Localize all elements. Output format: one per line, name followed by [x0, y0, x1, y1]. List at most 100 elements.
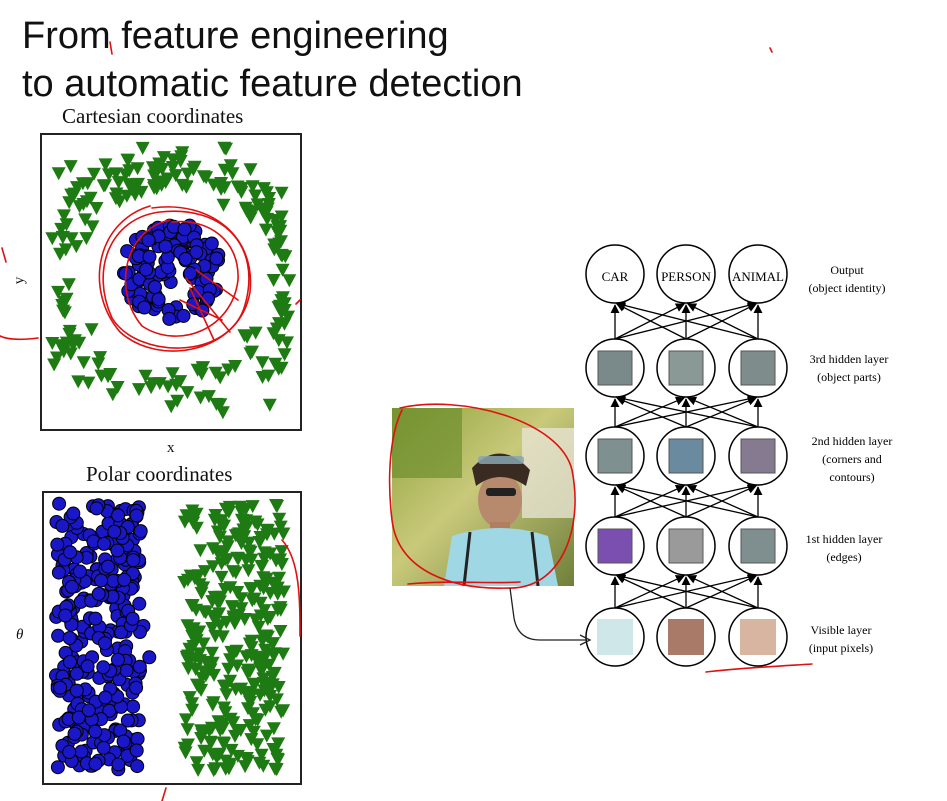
polar-triangle-point [193, 544, 208, 558]
polar-circle-point [62, 745, 77, 759]
polar-circle-point [50, 537, 65, 552]
person-photo-illustration [392, 408, 574, 586]
polar-circle-point [129, 680, 144, 695]
polar-circle-point [51, 628, 66, 643]
polar-circle-point [88, 724, 103, 739]
node-car-label: CAR [602, 269, 629, 284]
polar-circle-point [97, 536, 111, 551]
cartesian-triangle-point [51, 167, 66, 181]
network-edge [686, 484, 759, 518]
polar-circle-point [117, 572, 132, 587]
deep-network-diagram: CAR PERSON ANIMAL Output (object identit… [580, 240, 910, 685]
polar-circle-point [88, 611, 103, 626]
cartesian-triangle-point [51, 285, 66, 299]
network-edge [614, 303, 686, 340]
polar-circle-point [116, 734, 131, 749]
input-photo [392, 408, 574, 586]
network-edge [685, 303, 758, 340]
polar-circle-point [63, 545, 78, 560]
polar-circle-point [96, 740, 111, 755]
feature-thumbnail [668, 438, 704, 474]
cartesian-circle-point [195, 303, 210, 318]
cartesian-circle-point [141, 233, 156, 248]
cartesian-circle-point [209, 251, 224, 266]
polar-circle-point [98, 636, 112, 651]
slide-title-line2: to automatic feature detection [22, 63, 523, 105]
cartesian-circle-point [142, 249, 157, 264]
network-edge [615, 303, 687, 340]
polar-triangle-point [241, 564, 256, 578]
cartesian-triangle-point [62, 196, 77, 210]
network-edge [614, 575, 686, 609]
cartesian-triangle-point [89, 202, 104, 215]
cartesian-triangle-point [76, 356, 91, 370]
polar-circle-point [98, 690, 113, 705]
polar-circle-point [89, 501, 104, 516]
cartesian-triangle-point [84, 323, 99, 337]
cartesian-triangle-point [111, 176, 126, 190]
feature-thumbnail [668, 350, 704, 386]
polar-circle-point [53, 680, 68, 695]
cartesian-triangle-point [132, 383, 146, 397]
cartesian-triangle-point [61, 278, 76, 292]
cartesian-circle-point [137, 300, 152, 315]
network-edge [614, 485, 686, 518]
cartesian-triangle-point [47, 358, 62, 372]
polar-circle-point [88, 756, 103, 771]
cartesian-circle-point [201, 291, 215, 306]
cartesian-triangle-point [274, 186, 289, 200]
cartesian-triangle-point [50, 351, 64, 365]
photo-foliage [392, 408, 462, 478]
polar-circle-point [66, 506, 81, 521]
cartesian-triangle-point [216, 198, 231, 212]
polar-circle-point [125, 611, 140, 626]
cartesian-triangle-point [105, 388, 120, 402]
photo-to-input-connector [509, 587, 586, 641]
polar-circle-point [67, 726, 82, 741]
polar-circle-point [107, 524, 122, 539]
feature-thumbnail [668, 528, 704, 564]
cartesian-triangle-point [62, 324, 77, 338]
photo-shirt [444, 528, 558, 586]
network-edge [686, 575, 759, 609]
network-edge [614, 396, 686, 428]
cartesian-triangle-point [58, 243, 73, 257]
hidden3-sublabel: (object parts) [817, 370, 881, 384]
photo-building [522, 428, 574, 518]
input-pixel-swatch [740, 619, 776, 655]
cartesian-triangle-point [64, 188, 79, 202]
polar-circle-point [126, 553, 141, 568]
cartesian-triangle-point [225, 167, 240, 181]
polar-circle-point [72, 564, 87, 579]
feature-thumbnail [740, 350, 776, 386]
cartesian-circle-point [162, 311, 177, 326]
polar-circle-point [69, 666, 84, 681]
polar-circle-point [94, 573, 109, 588]
polar-triangle-point [273, 625, 288, 638]
polar-circle-point [101, 559, 115, 574]
cartesian-triangle-point [54, 222, 69, 236]
polar-triangle-point [219, 688, 234, 702]
polar-circle-point [96, 660, 111, 675]
polar-circle-point [130, 759, 145, 774]
polar-circle-point [62, 631, 77, 645]
cartesian-triangle-point [161, 380, 176, 394]
polar-circle-point [80, 659, 95, 674]
hidden2-sublabel: (corners and [822, 452, 882, 466]
polar-scatter [49, 496, 291, 778]
polar-ylabel: θ [16, 627, 24, 643]
polar-circle-point [110, 543, 125, 558]
polar-circle-point [129, 508, 144, 523]
cartesian-triangle-point [45, 337, 60, 350]
cartesian-triangle-point [262, 398, 277, 412]
polar-plot [42, 491, 302, 785]
polar-circle-point [142, 650, 157, 665]
cartesian-circle-point [139, 262, 154, 277]
cartesian-ylabel: y [11, 276, 28, 285]
polar-circle-point [130, 731, 145, 746]
cartesian-triangle-point [81, 376, 96, 390]
polar-circle-point [51, 565, 66, 580]
cartesian-triangle-point [94, 369, 109, 383]
polar-circle-point [58, 608, 73, 623]
cartesian-triangle-point [75, 177, 90, 191]
